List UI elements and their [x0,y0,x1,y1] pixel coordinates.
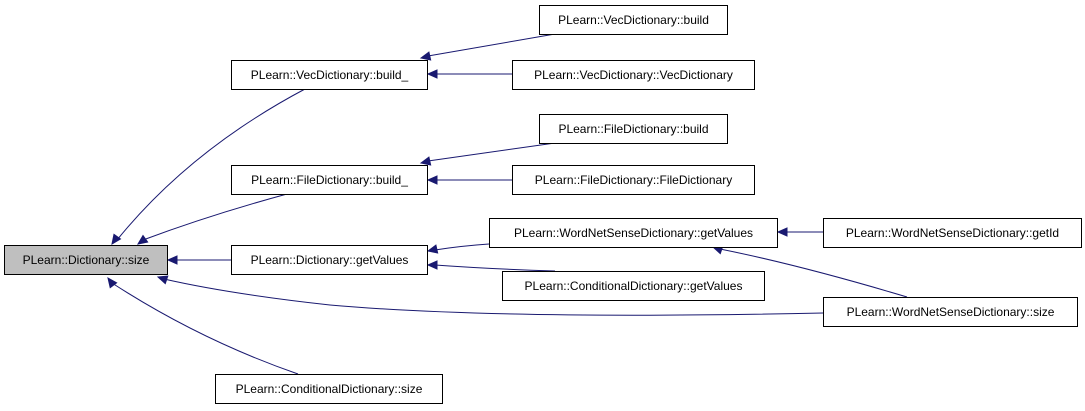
node-box[interactable] [231,245,428,275]
call-edge-n6-to-n4 [426,175,512,185]
node-label[interactable]: PLearn::ConditionalDictionary::getValues [525,279,743,293]
call-edge-n1-to-n0 [111,88,306,246]
arrowhead-icon [426,260,438,270]
node-label[interactable]: PLearn::FileDictionary::build [558,122,708,136]
graph-node[interactable]: PLearn::ConditionalDictionary::getValues [502,271,765,301]
arrowhead-icon [776,227,788,237]
node-box[interactable] [512,165,755,195]
call-edge-n4-to-n0 [136,193,288,245]
graph-node[interactable]: PLearn::WordNetSenseDictionary::getId [823,218,1082,248]
call-edge-n2-to-n1 [419,33,556,61]
node-box[interactable] [823,297,1078,327]
edge-line [434,264,556,272]
call-edge-n9-to-n8 [776,227,823,237]
graph-node[interactable]: PLearn::FileDictionary::build [539,114,728,144]
graph-node[interactable]: PLearn::FileDictionary::build_ [231,165,428,195]
node-label[interactable]: PLearn::WordNetSenseDictionary::getId [846,226,1059,240]
arrowhead-icon [426,69,438,79]
node-box[interactable] [502,271,765,301]
node-label[interactable]: PLearn::VecDictionary::build_ [251,68,409,82]
node-box[interactable] [231,165,428,195]
node-box[interactable] [823,218,1082,248]
edge-line [116,88,306,241]
graph-node[interactable]: PLearn::VecDictionary::build_ [231,60,428,90]
graph-node[interactable]: PLearn::VecDictionary::VecDictionary [512,60,755,90]
node-box[interactable] [512,60,755,90]
graph-node[interactable]: PLearn::ConditionalDictionary::size [215,374,443,404]
node-label[interactable]: PLearn::FileDictionary::FileDictionary [535,173,732,187]
graph-node[interactable]: PLearn::WordNetSenseDictionary::getValue… [489,218,778,248]
nodes: PLearn::Dictionary::size PLearn::VecDicti… [4,5,1082,404]
arrowhead-icon [426,244,439,254]
graph-node[interactable]: PLearn::FileDictionary::FileDictionary [512,165,755,195]
node-box[interactable] [231,60,428,90]
node-label[interactable]: PLearn::Dictionary::getValues [251,253,409,267]
graph-node[interactable]: PLearn::VecDictionary::build [539,5,728,35]
node-box[interactable] [539,5,728,35]
call-edge-n11-to-n0 [156,275,824,316]
node-label[interactable]: PLearn::VecDictionary::VecDictionary [534,68,733,82]
edge-line [427,33,556,57]
node-label[interactable]: PLearn::FileDictionary::build_ [251,173,408,187]
call-edge-n12-to-n0 [107,277,299,375]
node-label[interactable]: PLearn::WordNetSenseDictionary::size [847,305,1055,319]
node-label[interactable]: PLearn::WordNetSenseDictionary::getValue… [514,226,753,240]
graph-node[interactable]: PLearn::Dictionary::getValues [231,245,428,275]
edges [107,33,908,375]
node-label[interactable]: PLearn::VecDictionary::build [558,13,709,27]
arrowhead-icon [107,277,118,289]
edge-line [434,243,490,251]
arrowhead-icon [419,51,432,61]
edge-line [111,282,299,375]
arrowhead-icon [419,156,432,166]
graph-node[interactable]: PLearn::WordNetSenseDictionary::size [823,297,1078,327]
call-edge-n10-to-n7 [426,260,556,272]
node-box[interactable] [539,114,728,144]
root-node[interactable]: PLearn::Dictionary::size [4,245,168,275]
arrowhead-icon [156,275,169,285]
node-box[interactable] [215,374,443,404]
arrowhead-icon [136,234,149,245]
node-label[interactable]: PLearn::Dictionary::size [23,253,150,267]
call-edge-n5-to-n4 [419,142,556,166]
edge-line [163,278,824,316]
edge-line [427,142,556,162]
node-label[interactable]: PLearn::ConditionalDictionary::size [236,382,423,396]
call-edge-n8-to-n7 [426,243,490,254]
edge-line [142,193,288,241]
node-box[interactable] [489,218,778,248]
call-edge-n3-to-n1 [426,69,512,79]
edge-line [719,248,908,298]
arrowhead-icon [426,175,438,185]
arrowhead-icon [111,233,122,246]
node-box[interactable] [4,245,168,275]
arrowhead-icon [166,255,178,265]
call-edge-n7-to-n0 [166,255,231,265]
